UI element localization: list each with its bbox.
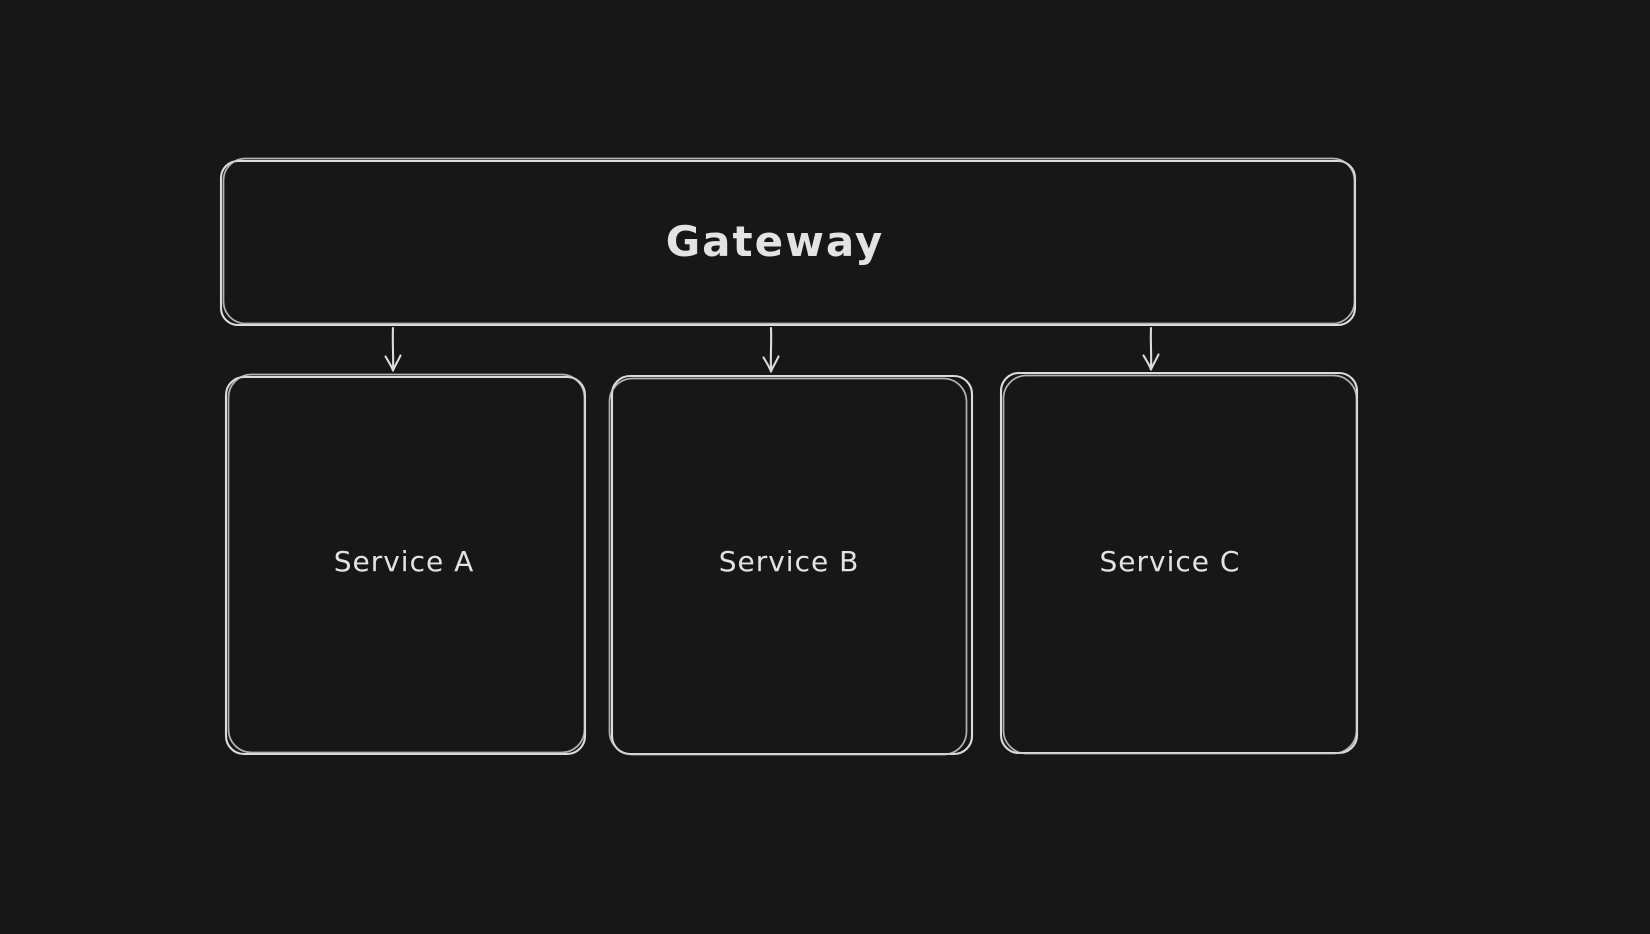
gateway-node[interactable]: Gateway [219, 157, 1357, 327]
service-c-node[interactable]: Service C [999, 371, 1359, 755]
service-b-node[interactable]: Service B [608, 374, 974, 756]
arrow-gateway-to-service-c[interactable] [1142, 326, 1160, 371]
service-a-node[interactable]: Service A [224, 373, 587, 756]
arrow-gateway-to-service-a[interactable] [384, 326, 402, 372]
arrow-gateway-to-service-b[interactable] [762, 326, 780, 373]
service-b-label: Service B [719, 545, 860, 578]
gateway-label: Gateway [666, 217, 885, 266]
service-a-label: Service A [334, 545, 475, 578]
service-c-label: Service C [1100, 545, 1241, 578]
